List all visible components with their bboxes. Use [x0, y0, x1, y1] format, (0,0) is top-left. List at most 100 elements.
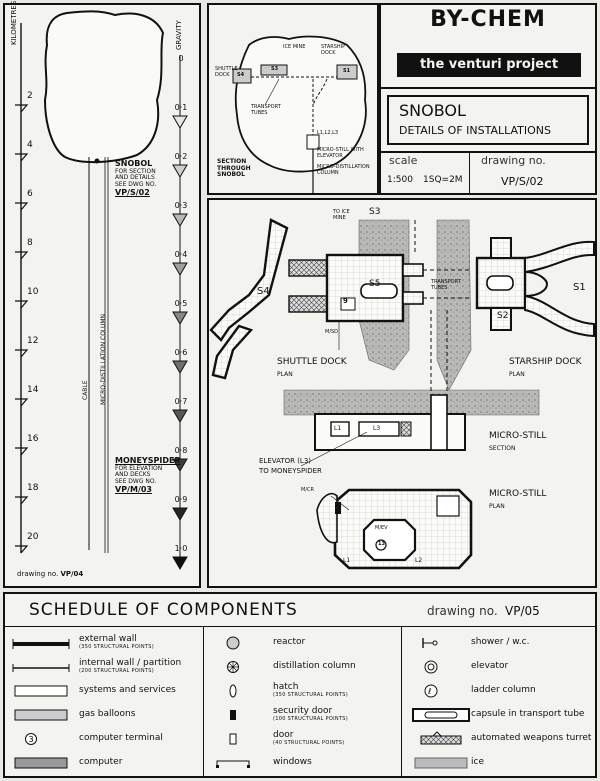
depth-tick-label: 20: [27, 532, 39, 542]
gravity-tick-marker: [172, 458, 188, 472]
title-drawing-label: drawing no.: [481, 154, 546, 167]
snobol-title: SNOBOL: [115, 159, 153, 168]
hatch-icon: [213, 683, 253, 702]
section-inset-panel: ICE MINE STARSHIP DOCK SHUTTLE DOCK S4 S…: [207, 3, 379, 195]
schedule-item-label: systems and services: [79, 685, 176, 695]
plan-elevator-note-1: ELEVATOR (L3): [259, 457, 312, 465]
moneyspider-line2: AND DECKS: [115, 471, 151, 479]
depth-tick-label: 6: [27, 189, 33, 199]
schedule-item-label: capsule in transport tube: [471, 709, 585, 719]
schedule-item-label: automated weapons turret: [471, 733, 592, 743]
shower-icon: [411, 635, 451, 654]
distillation-icon: [213, 659, 253, 678]
plan-num13: 13: [378, 541, 385, 547]
schedule-item-sublabel: (350 STRUCTURAL POINTS): [79, 644, 154, 650]
systems-icon: [11, 683, 71, 702]
schedule-item-sublabel: (350 STRUCTURAL POINTS): [273, 692, 348, 698]
inset-caption-3: SNOBOL: [217, 171, 245, 179]
gravity-tick-marker: [172, 311, 188, 325]
schedule-item-label: gas balloons: [79, 709, 136, 719]
cable-label: CABLE: [82, 380, 89, 400]
svg-text:3: 3: [29, 735, 34, 744]
depth-tick-label: 2: [27, 91, 33, 101]
gravity-label: GRAVITY: [175, 20, 183, 50]
plan-s5: S5: [369, 279, 381, 289]
plan-starship-dock: STARSHIP DOCK: [509, 357, 582, 367]
plan-micro-still-plan: MICRO-STILL: [489, 489, 547, 499]
moneyspider-title: MONEYSPIDER: [115, 456, 181, 465]
schedule-item-label: ladder column: [471, 685, 536, 695]
schedule-item-ladder: ℓ ladder column: [401, 680, 597, 702]
depth-tick-marker: [15, 496, 29, 505]
plan-drawing: [209, 218, 595, 570]
scale-cell: scale 1:500 1SQ=2M: [381, 151, 470, 195]
gravity-tick-label: 0·5: [174, 299, 188, 308]
depth-tick-marker: [15, 349, 29, 358]
svg-text:ℓ: ℓ: [427, 687, 431, 696]
depth-tick-label: 4: [27, 140, 33, 150]
schedule-item-elevator: elevator: [401, 656, 597, 678]
elevator-icon: [411, 659, 451, 678]
asteroid-outline: [43, 10, 165, 164]
gravity-tick-label: 0·8: [174, 446, 188, 455]
schedule-divider-1: [203, 626, 204, 776]
schedule-item-hatch: hatch(350 STRUCTURAL POINTS): [203, 680, 399, 702]
depth-tick-label: 16: [27, 434, 39, 444]
schedule-item-label: internal wall / partition: [79, 658, 182, 668]
gravity-tick-label: 0·7: [174, 397, 188, 406]
schedule-divider-2: [401, 626, 402, 776]
inset-shuttle-dock: SHUTTLE DOCK: [215, 66, 238, 78]
depth-tick-label: 18: [27, 483, 39, 493]
plan-micro-still-section: MICRO-STILL: [489, 431, 547, 441]
depth-tick-marker: [15, 447, 29, 456]
plan-s4: S4: [257, 286, 270, 297]
schedule-item-reactor: reactor: [203, 632, 399, 654]
moneyspider-line3: SEE DWG NO.: [115, 477, 157, 485]
gravity-tick-label: 0·6: [174, 348, 188, 357]
gravity-tick-label: 0·1: [174, 103, 188, 112]
depth-tick-marker: [15, 202, 29, 211]
schedule-item-label: distillation column: [273, 661, 356, 671]
depth-tick-marker: [15, 545, 29, 554]
schedule-item-windows: windows: [203, 752, 399, 774]
inset-transport-tubes: TRANSPORT TUBES: [251, 104, 281, 116]
plan-s1: S1: [573, 282, 586, 293]
chart-drawing-no-label: drawing no.: [17, 570, 59, 578]
inset-caption: SECTION THROUGH SNOBOL: [217, 158, 251, 179]
scale-note: 1SQ=2M: [423, 175, 463, 185]
schedule-item-turret: automated weapons turret: [401, 728, 597, 750]
schedule-item-capsule: capsule in transport tube: [401, 704, 597, 726]
schedule-item-label: hatch: [273, 682, 299, 692]
schedule-item-shower: shower / w.c.: [401, 632, 597, 654]
plan-shuttle-plan: PLAN: [277, 371, 293, 378]
schedule-item-label: elevator: [471, 661, 509, 671]
moneyspider-note: MONEYSPIDER FOR ELEVATION AND DECKS SEE …: [115, 456, 181, 494]
plan-l3: L3: [373, 425, 381, 432]
depth-tick-marker: [15, 398, 29, 407]
security-door-icon: [213, 707, 253, 726]
depth-tick-marker: [15, 300, 29, 309]
title-block: BY-CHEM the venturi project SNOBOL DETAI…: [379, 3, 597, 195]
plan-plan-word: PLAN: [489, 503, 505, 510]
company-name: BY-CHEM: [430, 7, 546, 32]
schedule-item-label: windows: [273, 757, 312, 767]
turret-icon: [411, 731, 471, 750]
plan-m-sd: M/SD: [325, 329, 339, 335]
depth-tick-label: 8: [27, 238, 33, 248]
gravity-tick-marker: [172, 409, 188, 423]
plan-section-word: SECTION: [489, 445, 516, 452]
inset-caption-2: THROUGH: [217, 164, 251, 172]
ladder-icon: ℓ: [411, 683, 451, 702]
s1-tunnel-upper: [524, 240, 595, 274]
depth-tick-marker: [15, 251, 29, 260]
schedule-item-label: reactor: [273, 637, 306, 647]
depth-tick-marker: [15, 104, 29, 113]
schedule-item-sublabel: (200 STRUCTURAL POINTS): [79, 668, 154, 674]
plan-s3: S3: [369, 207, 381, 217]
snobol-line1: FOR SECTION: [115, 167, 156, 175]
snobol-dwg: VP/S/02: [115, 187, 150, 197]
inset-caption-1: SECTION: [217, 158, 247, 165]
schedule-item-sublabel: (100 STRUCTURAL POINTS): [273, 716, 348, 722]
